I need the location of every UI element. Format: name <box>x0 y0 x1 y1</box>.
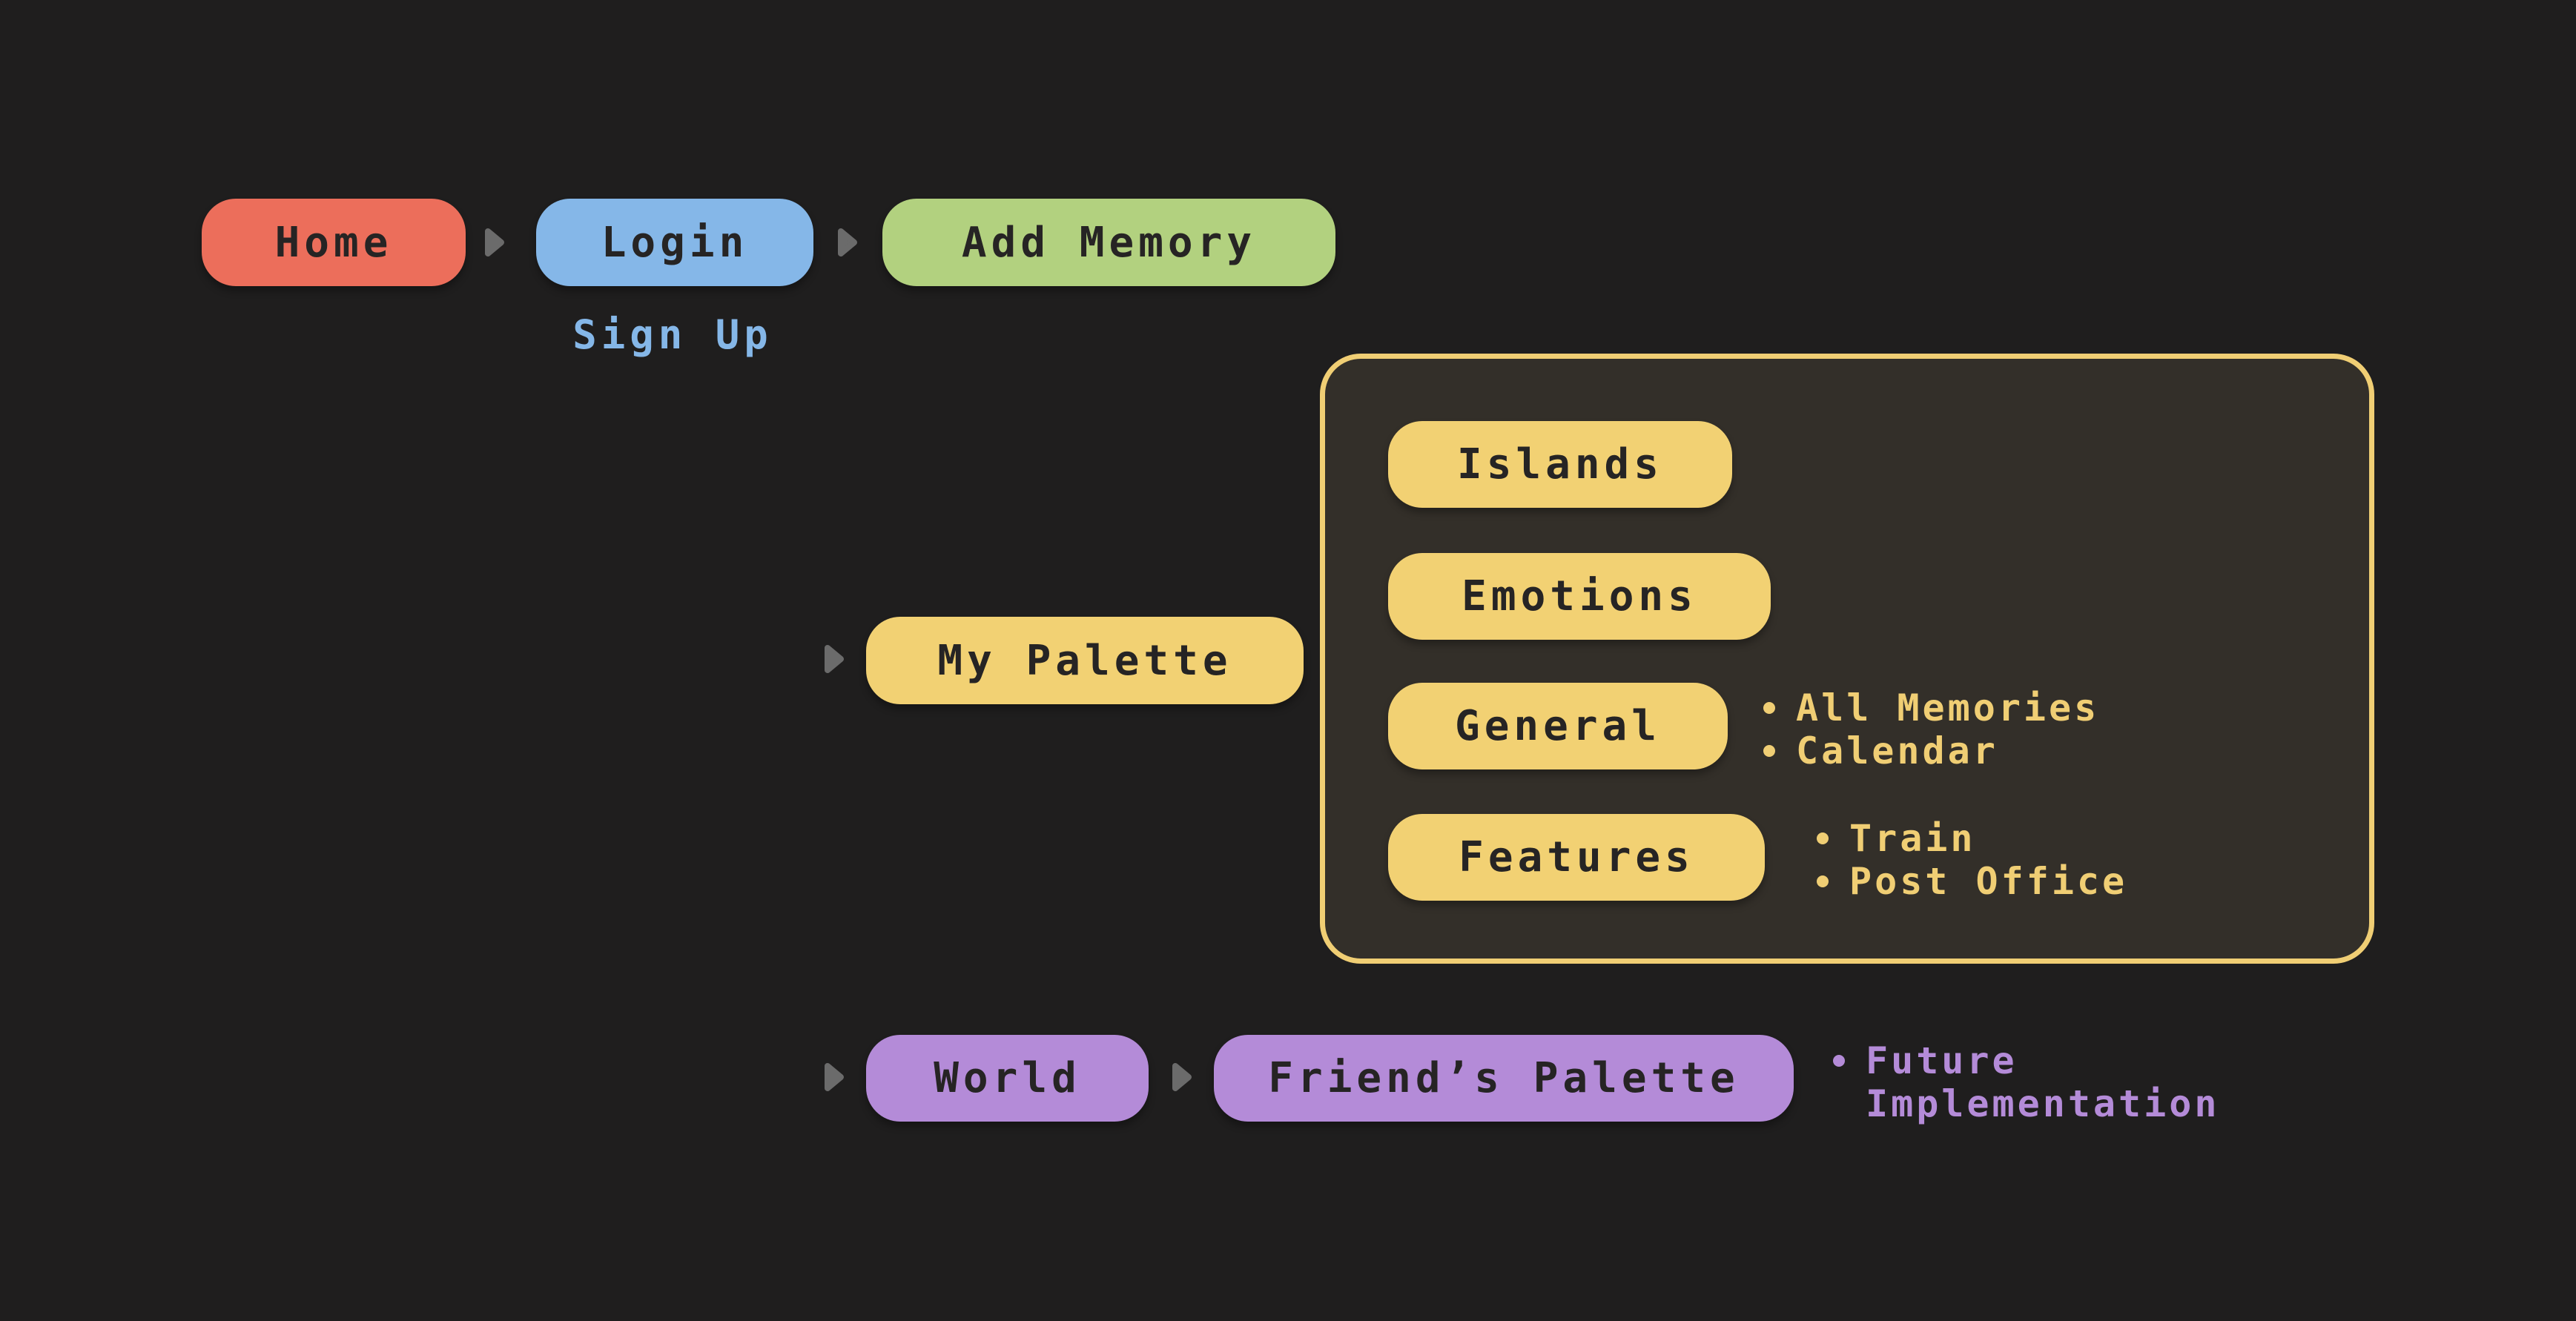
node-my-palette[interactable]: My Palette <box>866 617 1304 704</box>
node-world[interactable]: World <box>866 1035 1149 1122</box>
bullet-dot-icon <box>1817 875 1829 887</box>
features-bullet-list: Train Post Office <box>1817 817 2127 903</box>
node-islands[interactable]: Islands <box>1388 421 1732 508</box>
node-islands-label: Islands <box>1456 440 1663 489</box>
arrow-right-icon <box>1172 1063 1192 1091</box>
arrow-right-icon <box>825 645 844 673</box>
node-add-memory[interactable]: Add Memory <box>882 199 1335 286</box>
bullet-dot-icon <box>1833 1055 1845 1067</box>
arrow-right-icon <box>825 1063 844 1091</box>
list-item: All Memories <box>1763 686 2099 729</box>
list-item: Calendar <box>1763 729 2099 772</box>
friends-palette-bullet-label: Future Implementation <box>1866 1039 2220 1125</box>
node-emotions[interactable]: Emotions <box>1388 553 1771 640</box>
bullet-dot-icon <box>1763 745 1775 757</box>
arrow-right-icon <box>838 228 857 256</box>
node-login-label: Login <box>601 218 749 267</box>
list-item: Future Implementation <box>1833 1039 2311 1125</box>
node-add-memory-label: Add Memory <box>961 218 1257 267</box>
node-home[interactable]: Home <box>202 199 466 286</box>
node-home-label: Home <box>274 218 393 267</box>
features-bullet-label: Train <box>1849 817 1976 860</box>
list-item: Post Office <box>1817 860 2127 903</box>
list-item: Train <box>1817 817 2127 860</box>
node-features-label: Features <box>1459 833 1694 881</box>
node-features[interactable]: Features <box>1388 814 1765 901</box>
friends-palette-bullet-list: Future Implementation <box>1833 1039 2311 1125</box>
node-friends-palette-label: Friend’s Palette <box>1268 1054 1740 1102</box>
node-my-palette-label: My Palette <box>937 636 1232 685</box>
node-friends-palette[interactable]: Friend’s Palette <box>1214 1035 1794 1122</box>
features-bullet-label: Post Office <box>1849 860 2128 903</box>
node-sign-up-label: Sign Up <box>572 311 773 358</box>
node-emotions-label: Emotions <box>1462 572 1697 620</box>
node-sign-up[interactable]: Sign Up <box>572 311 773 358</box>
node-login[interactable]: Login <box>536 199 813 286</box>
general-bullet-list: All Memories Calendar <box>1763 686 2099 772</box>
general-bullet-label: Calendar <box>1796 729 1998 772</box>
general-bullet-label: All Memories <box>1796 686 2100 729</box>
bullet-dot-icon <box>1763 702 1775 714</box>
node-general-label: General <box>1454 702 1661 750</box>
bullet-dot-icon <box>1817 832 1829 844</box>
node-general[interactable]: General <box>1388 683 1728 769</box>
node-world-label: World <box>934 1054 1081 1102</box>
arrow-right-icon <box>485 228 504 256</box>
